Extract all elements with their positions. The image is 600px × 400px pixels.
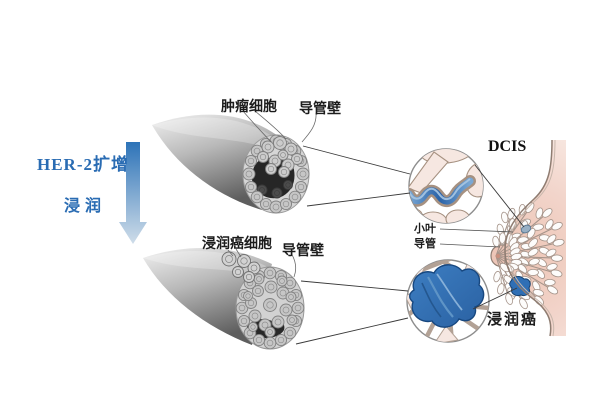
top-tumor-cell-cluster (257, 136, 303, 178)
her2-amplification-label: HER-2扩增 (37, 155, 129, 174)
connector-lines (295, 145, 525, 345)
dcis-inset-circle (408, 148, 484, 224)
dcis-label: DCIS (488, 138, 527, 155)
breast-profile-illustration (490, 139, 566, 337)
tumor-cells-label: 肿瘤细胞 (221, 98, 277, 114)
lobule-label: 小叶 (414, 223, 436, 235)
invasive-cells-label: 浸润癌细胞 (202, 235, 272, 251)
duct-wall-label-bottom: 导管壁 (282, 242, 324, 258)
body-outline (504, 139, 553, 337)
duct-wall-label-top: 导管壁 (299, 100, 341, 116)
invasive-duct-illustration (143, 247, 305, 350)
invasion-label: 浸润 (64, 198, 107, 215)
duct-label: 导管 (414, 238, 436, 250)
down-arrow-icon (119, 142, 147, 244)
normal-duct-illustration (152, 114, 310, 214)
label-pointer-lines (227, 110, 514, 278)
dcis-filled-duct (409, 177, 474, 205)
invasive-inset-circle (406, 259, 490, 343)
invasive-tumor-blob (409, 264, 485, 328)
invasive-carcinoma-label: 浸润癌 (487, 311, 539, 328)
bottom-duct-cells (235, 266, 305, 350)
